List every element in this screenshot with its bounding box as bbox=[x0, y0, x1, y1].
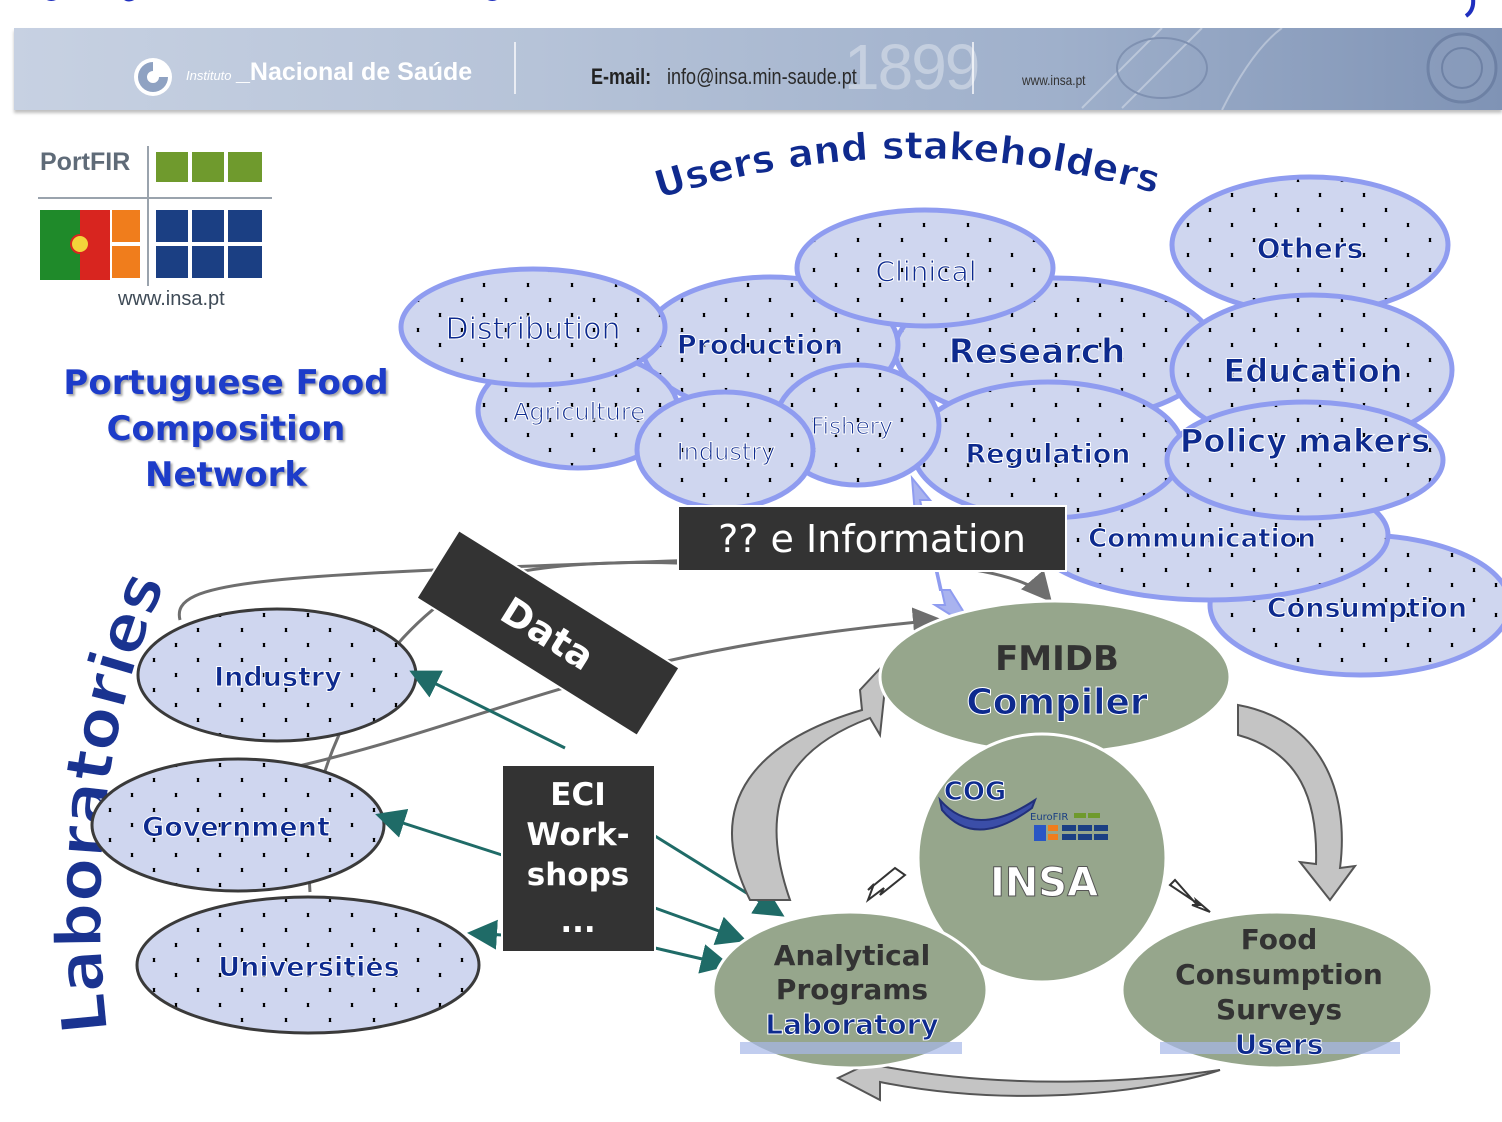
small-hollow-arrows bbox=[865, 866, 1211, 913]
stakeholder-clinical bbox=[794, 207, 1056, 329]
eurofir-logo-icon: EuroFIR bbox=[1030, 812, 1108, 841]
insa-label: INSA bbox=[990, 860, 1098, 906]
network-title-line: Composition bbox=[106, 409, 346, 449]
banner-decoration bbox=[1081, 28, 1498, 110]
stakeholder-distribution-label: Distribution bbox=[445, 312, 620, 347]
stakeholder-ellipses bbox=[398, 174, 1502, 678]
stakeholder-regulation-label: Regulation bbox=[965, 439, 1130, 470]
food-line3: Surveys bbox=[1216, 993, 1342, 1026]
stakeholder-policy bbox=[1164, 399, 1446, 521]
banner-institute-small: Instituto bbox=[186, 68, 232, 83]
eci-line: ECI bbox=[550, 777, 605, 813]
stakeholders-title: Users and stakeholders bbox=[649, 124, 1165, 208]
lab-universities-label: Universities bbox=[218, 952, 400, 983]
network-title-line: Portuguese Food bbox=[63, 363, 389, 403]
portfir-logo-url: www.insa.pt bbox=[118, 288, 225, 310]
lab-industry-label: Industry bbox=[214, 662, 342, 693]
insa-logo-icon bbox=[134, 58, 172, 96]
stakeholder-clinical-label: Clinical bbox=[876, 255, 977, 288]
banner-institute-name: _Nacional de Saúde bbox=[236, 58, 473, 86]
banner-divider bbox=[514, 42, 516, 94]
stakeholder-industry-label: Industry bbox=[677, 438, 776, 466]
stakeholder-distribution bbox=[398, 266, 668, 388]
banner-year: 1899 bbox=[844, 31, 980, 103]
food-line4: Users bbox=[1235, 1028, 1324, 1061]
fmidb-compiler-node: FMIDB Compiler bbox=[878, 599, 1232, 755]
stakeholder-production-label: Production bbox=[677, 330, 843, 361]
food-line2: Consumption bbox=[1175, 958, 1383, 991]
information-box-label: ?? e Information bbox=[718, 517, 1026, 561]
network-title-line: Network bbox=[145, 455, 307, 495]
food-line1: Food bbox=[1241, 923, 1318, 956]
lab-universities bbox=[135, 895, 481, 1035]
stakeholder-education-label: Education bbox=[1223, 352, 1402, 390]
network-title: Portuguese Food Composition Network bbox=[40, 360, 412, 498]
stakeholder-others-label: Others bbox=[1257, 232, 1364, 265]
lab-government-label: Government bbox=[142, 812, 330, 843]
stakeholder-policy-label: Policy makers bbox=[1180, 422, 1430, 460]
analytical-line2: Programs bbox=[776, 973, 928, 1006]
svg-text:EuroFIR: EuroFIR bbox=[1030, 812, 1068, 823]
banner-email-link[interactable]: info@insa.min-saude.pt bbox=[667, 64, 857, 89]
food-consumption-node: Food Consumption Surveys Users bbox=[1120, 910, 1434, 1070]
stakeholder-research-label: Research bbox=[949, 332, 1126, 372]
portfir-logo-text: PortFIR bbox=[40, 148, 131, 176]
eci-arrows bbox=[375, 670, 785, 974]
insa-node: COG EuroFIR INSA bbox=[916, 732, 1168, 984]
compiler-label: Compiler bbox=[966, 682, 1148, 723]
banner-email-label: E-mail: bbox=[591, 64, 652, 89]
eci-workshops-box: ECI Work- shops ... bbox=[501, 764, 656, 953]
cog-label: COG bbox=[944, 777, 1007, 807]
portfir-logo-icon bbox=[38, 146, 272, 286]
fmidb-label: FMIDB bbox=[995, 639, 1119, 679]
information-box: ?? e Information bbox=[677, 505, 1067, 572]
banner-website-link[interactable]: www.insa.pt bbox=[1022, 72, 1086, 88]
eci-line: shops bbox=[527, 857, 629, 893]
banner-divider bbox=[972, 42, 974, 94]
analytical-programs-node: Analytical Programs Laboratory bbox=[711, 910, 989, 1070]
cog-arc bbox=[938, 796, 1038, 831]
stakeholder-agriculture-label: Agriculture bbox=[513, 398, 645, 426]
stakeholder-consumption-label: Consumption bbox=[1267, 593, 1467, 624]
analytical-line3: Laboratory bbox=[765, 1008, 938, 1041]
eci-line: ... bbox=[560, 904, 595, 940]
stakeholder-communication-label: Communication bbox=[1088, 524, 1316, 554]
lab-ellipses bbox=[90, 607, 481, 1035]
cycle-arrows bbox=[731, 657, 1358, 1102]
analytical-line1: Analytical bbox=[774, 939, 930, 972]
stakeholder-fishery-label: Fishery bbox=[811, 414, 893, 440]
header-banner: Instituto _Nacional de Saúde 1899 E-mail… bbox=[14, 28, 1502, 110]
eci-line: Work- bbox=[526, 817, 629, 853]
